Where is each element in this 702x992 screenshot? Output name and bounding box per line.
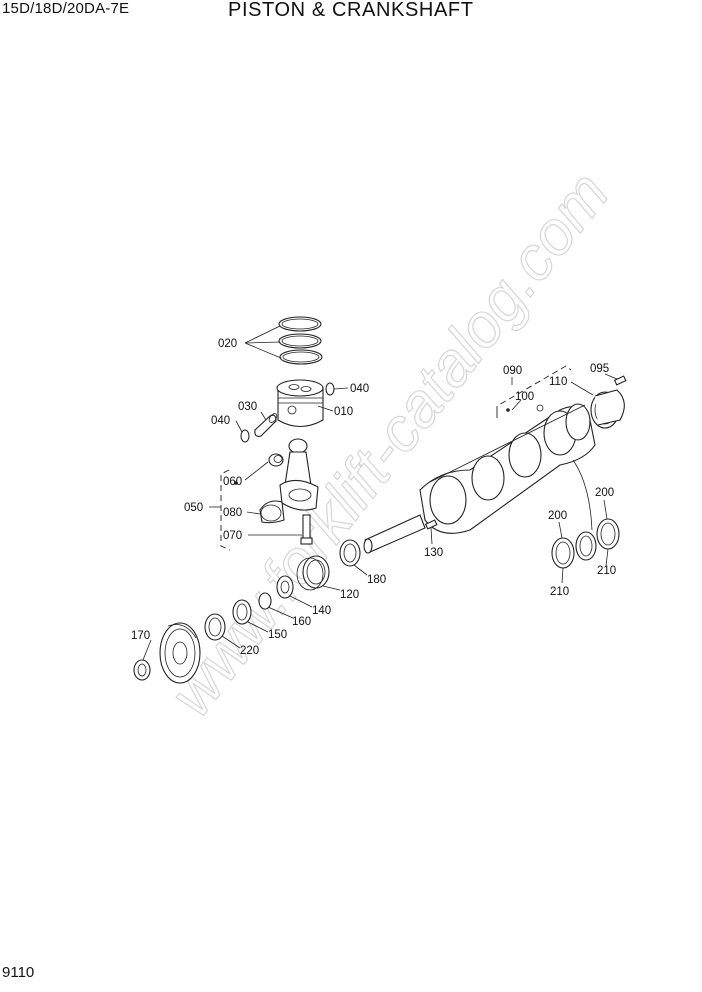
label-150: 150 <box>268 629 287 641</box>
page-number: 9110 <box>2 964 35 981</box>
page-title: PISTON & CRANKSHAFT <box>228 0 474 21</box>
label-130: 130 <box>424 547 443 559</box>
label-200-left: 200 <box>548 510 567 522</box>
label-010: 010 <box>334 406 353 418</box>
label-095: 095 <box>590 363 609 375</box>
small-end-bushing <box>268 453 284 467</box>
part-labels: 020 010 040 030 040 060 050 080 070 090 … <box>131 338 616 657</box>
label-180: 180 <box>367 574 386 586</box>
conrod-bolt <box>300 514 313 545</box>
label-100: 100 <box>515 391 534 403</box>
thrust-washer-right <box>596 518 620 550</box>
label-030: 030 <box>238 401 257 413</box>
circlip-left <box>240 429 250 443</box>
label-110: 110 <box>549 376 567 388</box>
crankshaft <box>363 403 596 554</box>
piston-pin <box>254 413 278 437</box>
label-040-right: 040 <box>350 383 369 395</box>
main-bearing <box>590 389 625 429</box>
circlip-right <box>325 382 335 396</box>
label-090: 090 <box>503 365 522 377</box>
thrust-washer-left <box>551 537 575 569</box>
conrod-bearing-shells <box>259 500 285 524</box>
o-ring-160 <box>258 592 272 610</box>
crank-gear <box>296 555 330 591</box>
model-code: 15D/18D/20DA-7E <box>2 0 130 17</box>
pulley-nut-170 <box>133 659 151 681</box>
leader-lines <box>142 325 618 661</box>
piston-rings <box>278 316 323 365</box>
label-040-left: 040 <box>211 415 230 427</box>
piston <box>276 379 324 428</box>
label-120: 120 <box>340 589 359 601</box>
thrust-bearing <box>575 531 597 561</box>
washer-140 <box>276 575 294 599</box>
key <box>424 519 438 530</box>
dowel-pin <box>613 375 627 386</box>
label-060: 060 <box>223 476 242 488</box>
label-140: 140 <box>312 605 331 617</box>
label-210-right: 210 <box>597 565 616 577</box>
connecting-rod <box>279 438 319 511</box>
label-200-right: 200 <box>595 487 614 499</box>
collar-150 <box>232 599 252 625</box>
bearing-ring <box>339 539 361 567</box>
label-020: 020 <box>218 338 237 350</box>
oil-seal-220 <box>204 613 226 641</box>
label-080: 080 <box>223 507 242 519</box>
label-050: 050 <box>184 502 203 514</box>
label-210-left: 210 <box>550 586 569 598</box>
label-070: 070 <box>223 530 242 542</box>
label-170: 170 <box>131 630 150 642</box>
crank-pulley <box>159 622 201 684</box>
label-160: 160 <box>292 616 311 628</box>
label-220: 220 <box>240 645 259 657</box>
